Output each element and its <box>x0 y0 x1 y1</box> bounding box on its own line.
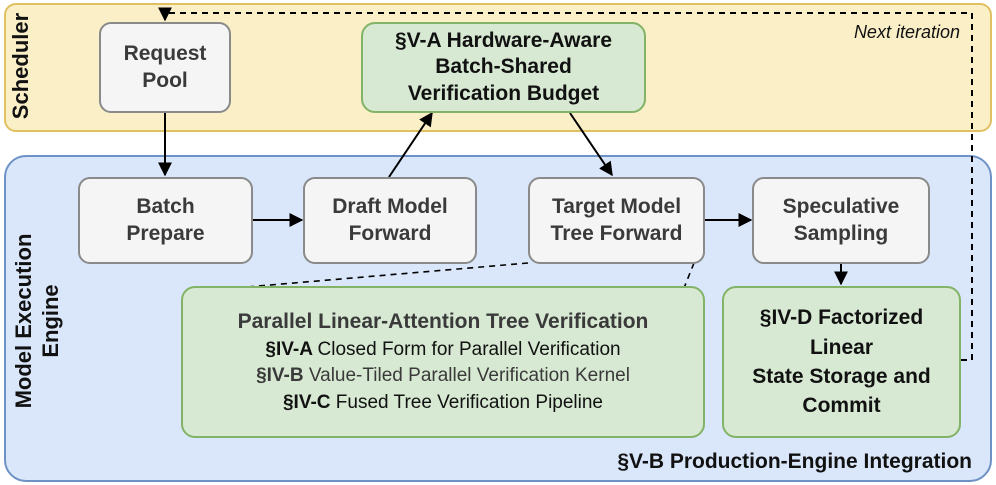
callout-right <box>683 262 695 289</box>
verification-item-iv-a: §IV-A Closed Form for Parallel Verificat… <box>265 338 621 360</box>
verification-budget-node: §V-A Hardware-Aware Batch-Shared Verific… <box>361 22 646 113</box>
tree-verification-node: Parallel Linear-Attention Tree Verificat… <box>181 286 705 438</box>
callout-left <box>234 262 529 289</box>
tree-verification-title: Parallel Linear-Attention Tree Verificat… <box>237 310 649 334</box>
batch-prepare-node: Batch Prepare <box>78 177 253 264</box>
request-pool-node: Request Pool <box>99 22 231 113</box>
engine-footer-label: §V-B Production-Engine Integration <box>617 450 972 473</box>
verification-item-iv-b: §IV-B Value-Tiled Parallel Verification … <box>256 365 630 387</box>
arrow-budget-to-target <box>569 112 613 177</box>
speculative-sampling-node: Speculative Sampling <box>752 177 930 264</box>
target-model-node: Target Model Tree Forward <box>528 177 705 264</box>
factorized-state-node: §IV-D Factorized Linear State Storage an… <box>722 286 961 438</box>
verification-item-iv-c: §IV-C Fused Tree Verification Pipeline <box>282 391 604 413</box>
arrow-draft-to-budget <box>388 111 433 178</box>
next-iteration-loop <box>158 7 973 361</box>
draft-model-node: Draft Model Forward <box>303 177 477 264</box>
next-iteration-label: Next iteration <box>853 22 960 42</box>
